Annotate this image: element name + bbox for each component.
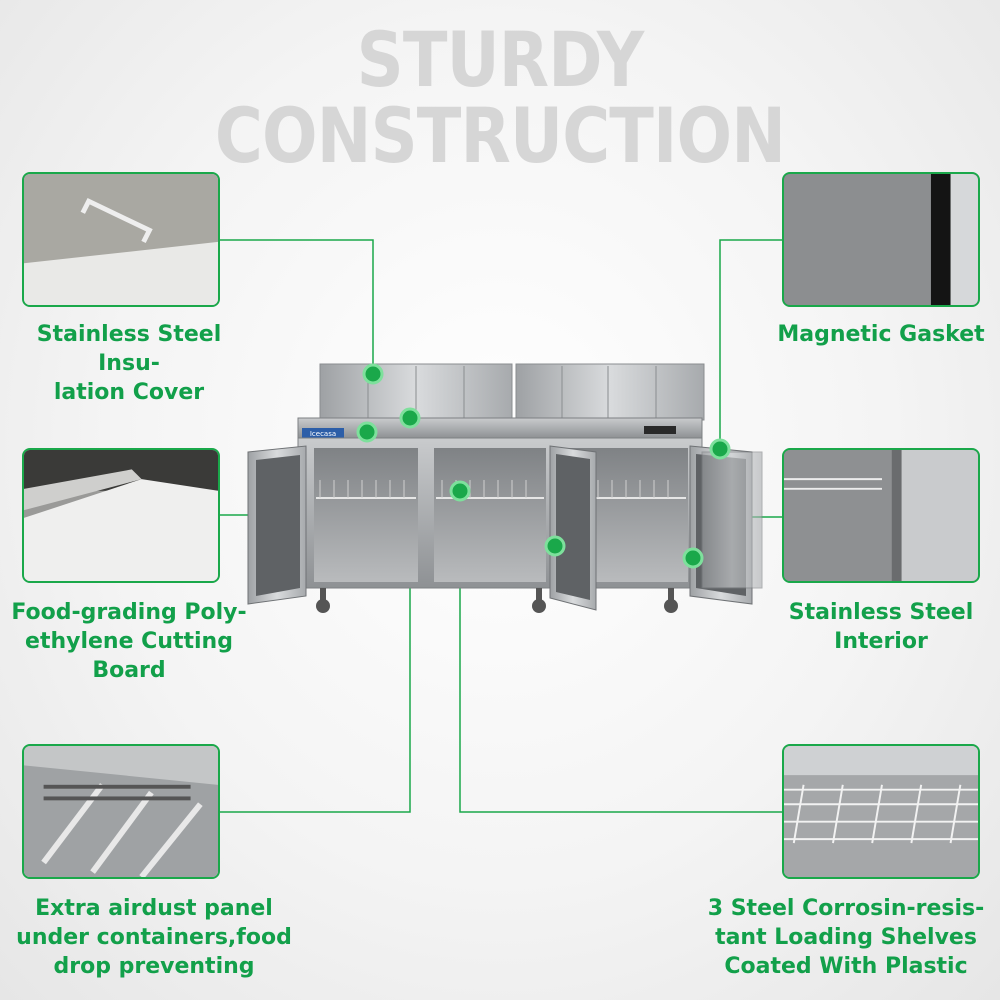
insulation-cover-photo (22, 172, 220, 307)
airdust-panel-photo (22, 744, 220, 879)
airdust-panel-caption: Extra airdust panel under containers,foo… (16, 896, 292, 979)
magnetic-gasket-photo (782, 172, 980, 307)
loading-shelves-caption: 3 Steel Corrosin-resis- tant Loading She… (707, 896, 985, 979)
cutting-board-photo (22, 448, 220, 583)
magnetic-gasket-caption: Magnetic Gasket (777, 322, 985, 347)
steel-interior-photo (782, 448, 980, 583)
loading-shelves-photo (782, 744, 980, 879)
cutting-board-caption: Food-grading Poly- ethylene Cutting Boar… (11, 600, 247, 683)
prep-table-image: Icecasa (244, 360, 764, 625)
page-title: STURDY CONSTRUCTION (214, 15, 786, 180)
insulation-cover-caption: Stainless Steel Insu- lation Cover (36, 322, 222, 405)
brand-badge: Icecasa (310, 430, 336, 438)
steel-interior-caption: Stainless Steel Interior (788, 600, 974, 654)
